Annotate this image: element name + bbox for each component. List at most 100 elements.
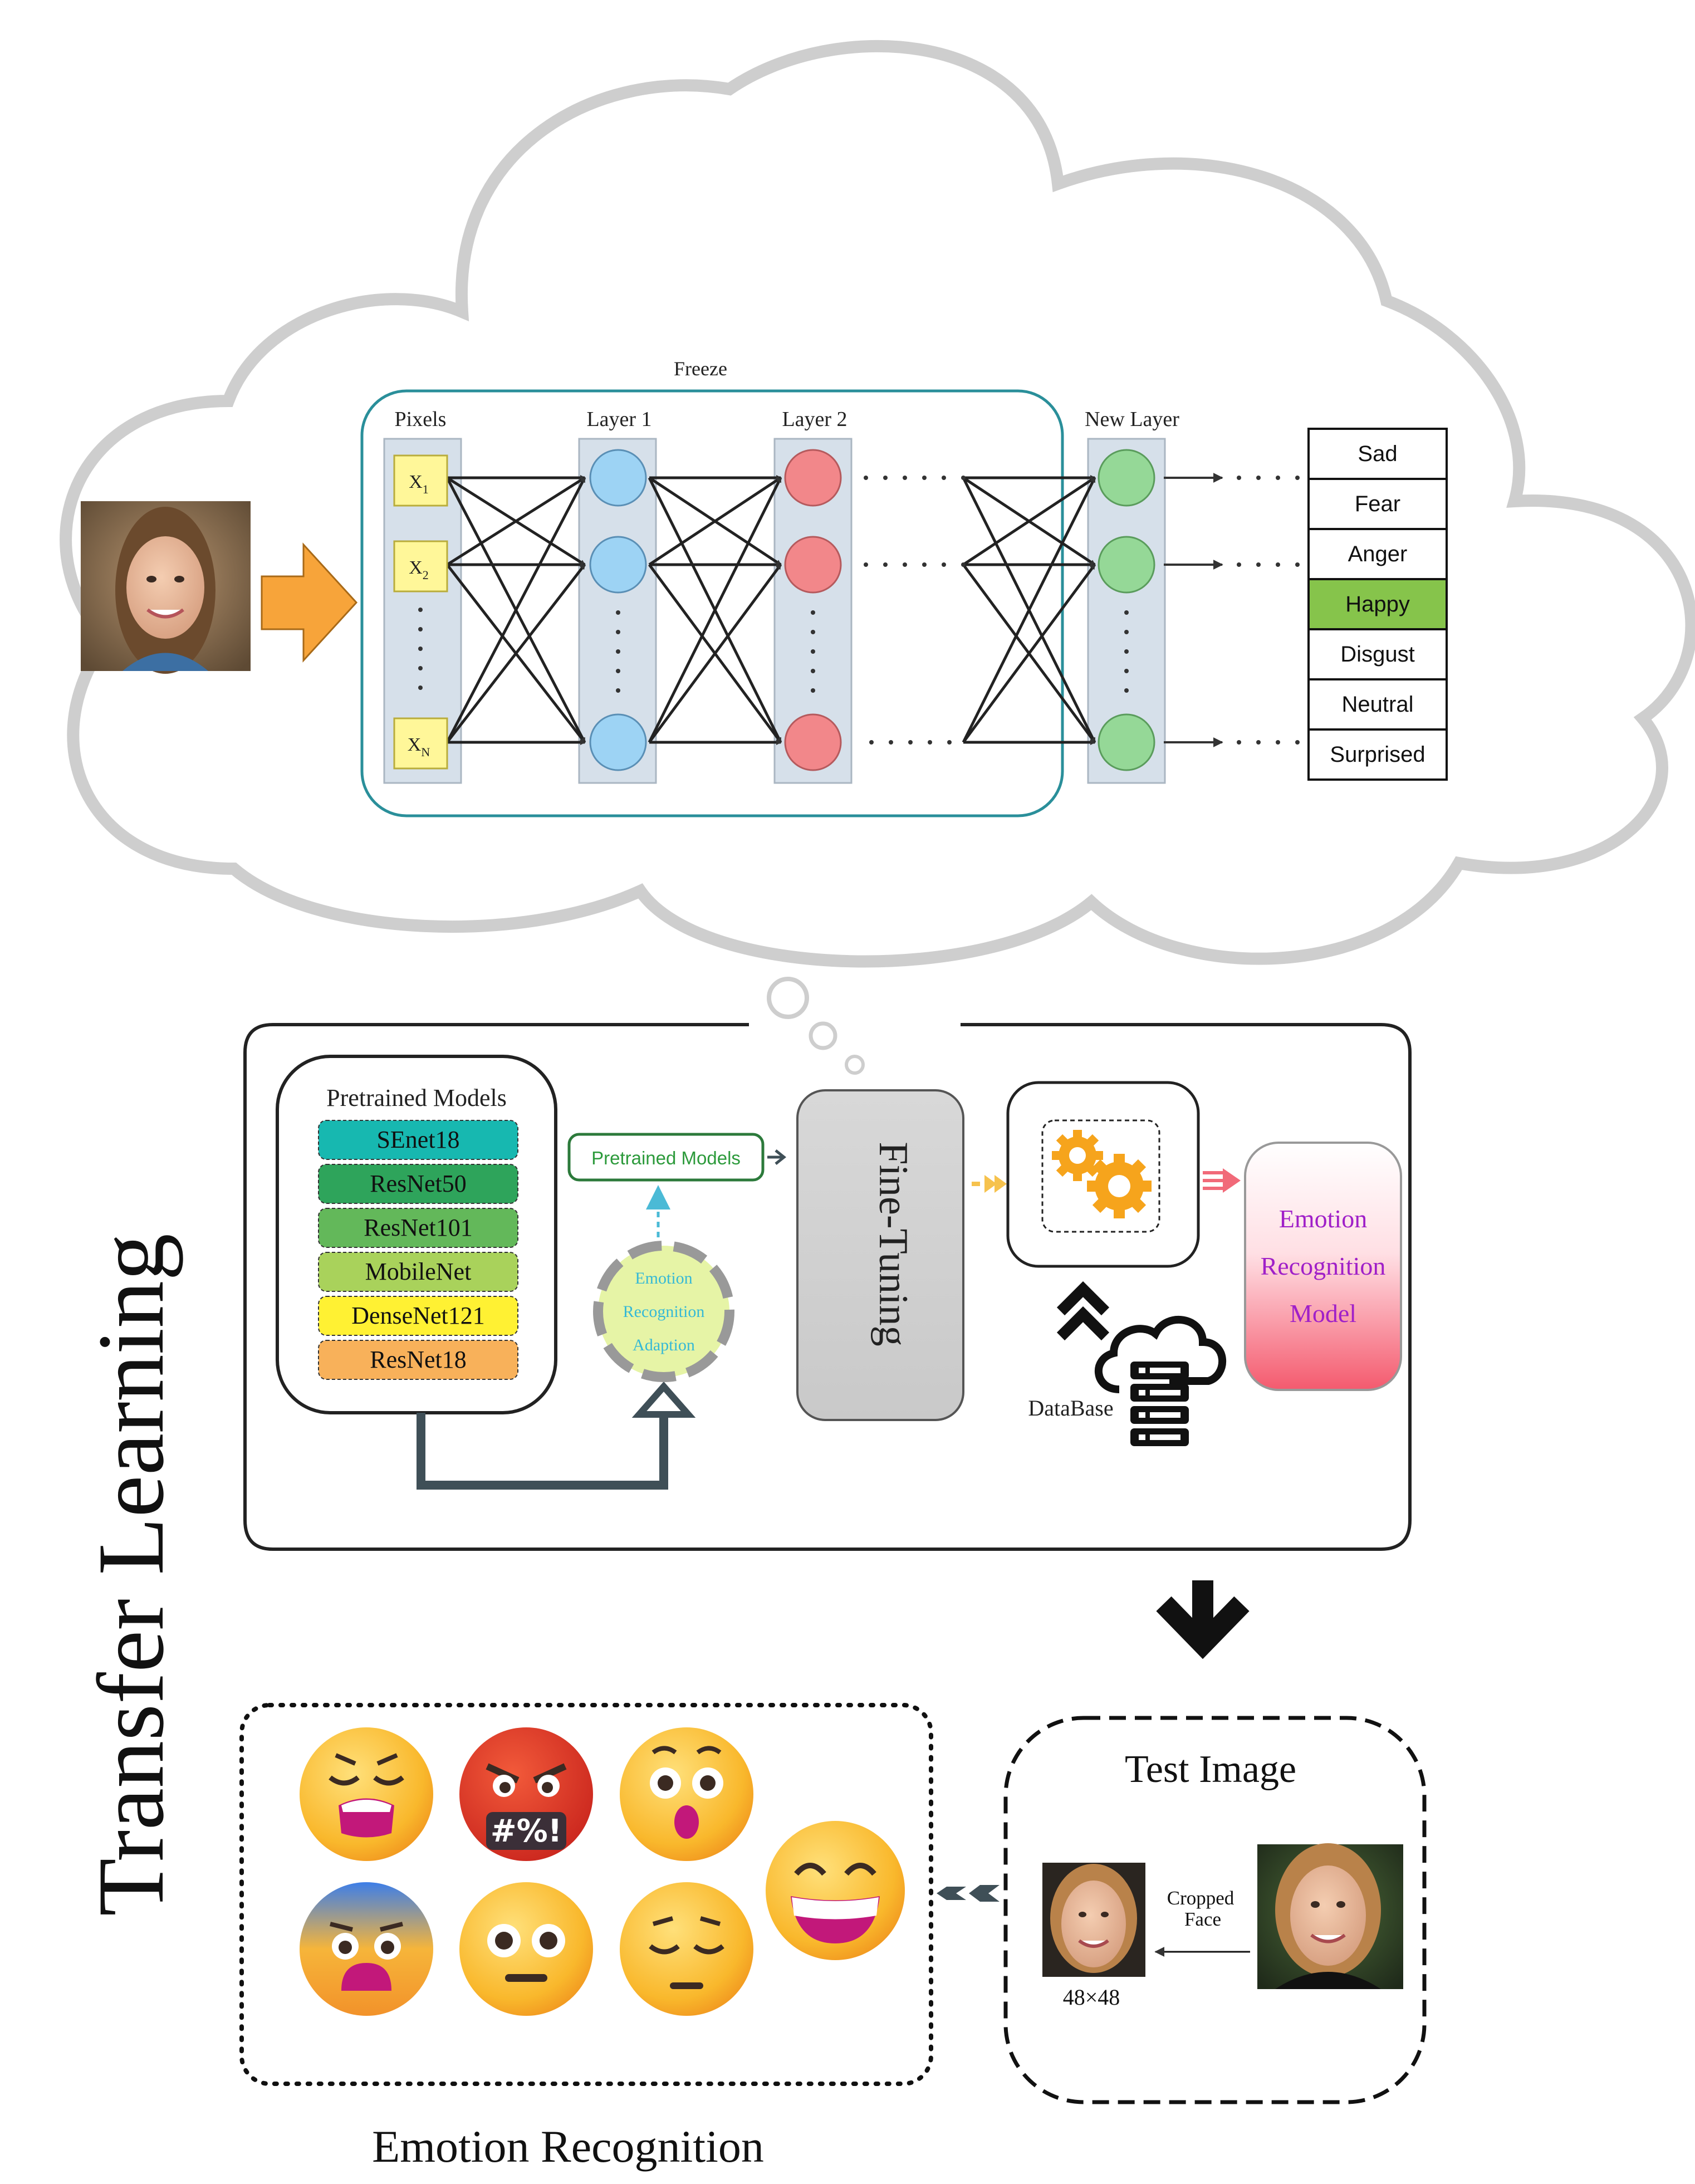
adaption-connector [417, 1409, 668, 1490]
freeze-box [360, 389, 1064, 817]
fearful-face-emoji [300, 1882, 433, 2016]
thought-bubble-small [845, 1055, 865, 1075]
test-image-panel [1003, 1716, 1427, 2104]
network-nodes [589, 449, 1155, 771]
connection-line [446, 476, 586, 566]
emotion-recognition-model-box [1244, 1142, 1402, 1391]
input-node-xn: XN [393, 717, 448, 770]
connection-line [446, 564, 586, 743]
output-cell [1307, 428, 1448, 480]
pensive-face-emoji [620, 1882, 753, 2016]
adaption-connector-arrowhead [631, 1381, 696, 1418]
emotion-model-line3: Model [1290, 1299, 1356, 1328]
grinning-face-emoji [766, 1821, 905, 1960]
fine-tuning-label: Fine-Tuning [870, 1142, 916, 1346]
layer2-label: Layer 2 [782, 408, 847, 431]
test-image-title: Test Image [1125, 1748, 1296, 1791]
cropped-face-label-line2: Face [1184, 1908, 1221, 1930]
pretrained-model-list: SEnet18ResNet50ResNet101MobileNetDenseNe… [318, 1120, 518, 1380]
cropped-face-label-line1: Cropped [1167, 1887, 1234, 1909]
connection-line [962, 477, 1096, 743]
adaption-up-arrow-head [646, 1185, 670, 1209]
pretrained-models-tag [567, 1133, 765, 1182]
output-label-neutral: Neutral [1342, 692, 1414, 717]
angry-cursing-face-emoji: #%! [459, 1727, 593, 1861]
model-label-resnet50: ResNet50 [370, 1170, 467, 1197]
model-label-densenet121: DenseNet121 [351, 1302, 485, 1329]
tag-to-finetuning-arrow [767, 1149, 787, 1165]
svg-text:#%!: #%! [491, 1813, 562, 1849]
output-label-fear: Fear [1355, 492, 1400, 516]
cropped-face-photo [1042, 1863, 1145, 1977]
output-cell [1307, 728, 1448, 781]
layer1-node [589, 536, 647, 594]
emotion-recognition-panel [239, 1703, 933, 2086]
output-arrows [1164, 473, 1223, 747]
output-cell [1307, 678, 1448, 731]
pretrained-models-tag-label: Pretrained Models [591, 1148, 741, 1168]
connection-line [445, 477, 586, 743]
connection-line [648, 477, 782, 743]
adaption-label-line2: Recognition [623, 1302, 705, 1321]
neutral-face-emoji [459, 1882, 593, 2016]
chevron-up-icon [1056, 1281, 1110, 1341]
transfer-learning-title: Transfer Learning [79, 1233, 183, 1916]
surprised-face-emoji [620, 1727, 753, 1861]
model-item [318, 1208, 518, 1248]
pipeline-box [243, 1023, 1412, 1551]
emoji-grid: #%! [300, 1727, 905, 2016]
emotion-model-line1: Emotion [1279, 1204, 1367, 1233]
model-item [318, 1252, 518, 1292]
model-label-resnet101: ResNet101 [364, 1214, 473, 1241]
model-label-senet18: SEnet18 [376, 1126, 459, 1153]
input-arrow [261, 542, 358, 663]
thought-bubble-large [767, 977, 809, 1019]
layer-gap-dots [864, 476, 1300, 745]
output-label-surprised: Surprised [1330, 742, 1425, 767]
gears-icon [1052, 1130, 1152, 1218]
thought-bubble-medium [809, 1021, 837, 1050]
network-connections [445, 475, 1096, 745]
connection-line [962, 564, 1096, 743]
output-cell [1307, 478, 1448, 530]
adaption-label-line1: Emotion [635, 1269, 692, 1287]
output-label-sad: Sad [1358, 442, 1397, 466]
new-layer-node [1098, 449, 1155, 507]
output-label-happy: Happy [1345, 592, 1410, 616]
pixels-label: Pixels [395, 408, 447, 431]
layer1-node [589, 449, 647, 507]
emotion-recognition-title: Emotion Recognition [372, 2121, 764, 2172]
new-layer-label: New Layer [1085, 408, 1179, 431]
thought-cloud [60, 40, 1695, 968]
column-ellipses [418, 608, 1129, 693]
connection-line [962, 476, 1096, 566]
test-face-photo [1257, 1843, 1403, 1989]
input-node-x2: X2 [393, 540, 448, 592]
output-label-disgust: Disgust [1340, 642, 1414, 667]
input-node-x1: X1 [393, 454, 448, 507]
output-cell [1307, 528, 1448, 580]
output-label-anger: Anger [1348, 542, 1408, 566]
svg-text:X1: X1 [409, 472, 429, 496]
adaption-label-line3: Adaption [633, 1336, 695, 1354]
pretrained-models-title: Pretrained Models [326, 1084, 507, 1111]
svg-text:XN: XN [408, 734, 430, 759]
down-arrow-icon [1156, 1580, 1250, 1659]
new-layer-node [1098, 713, 1155, 771]
new-layer-node [1098, 536, 1155, 594]
input-face-photo [81, 501, 251, 674]
output-cell [1307, 628, 1448, 680]
freeze-label: Freeze [674, 358, 727, 380]
layer2-node [784, 536, 842, 594]
database-label: DataBase [1028, 1395, 1113, 1421]
model-item [318, 1120, 518, 1160]
database-cloud-icon [1095, 1316, 1226, 1446]
layer1-label: Layer 1 [586, 408, 651, 431]
size-label: 48×48 [1063, 1985, 1120, 2010]
double-left-chevron-icon [937, 1885, 1000, 1902]
model-item [318, 1340, 518, 1380]
layer2-node [784, 713, 842, 771]
layer1-node [589, 713, 647, 771]
model-item [318, 1164, 518, 1204]
